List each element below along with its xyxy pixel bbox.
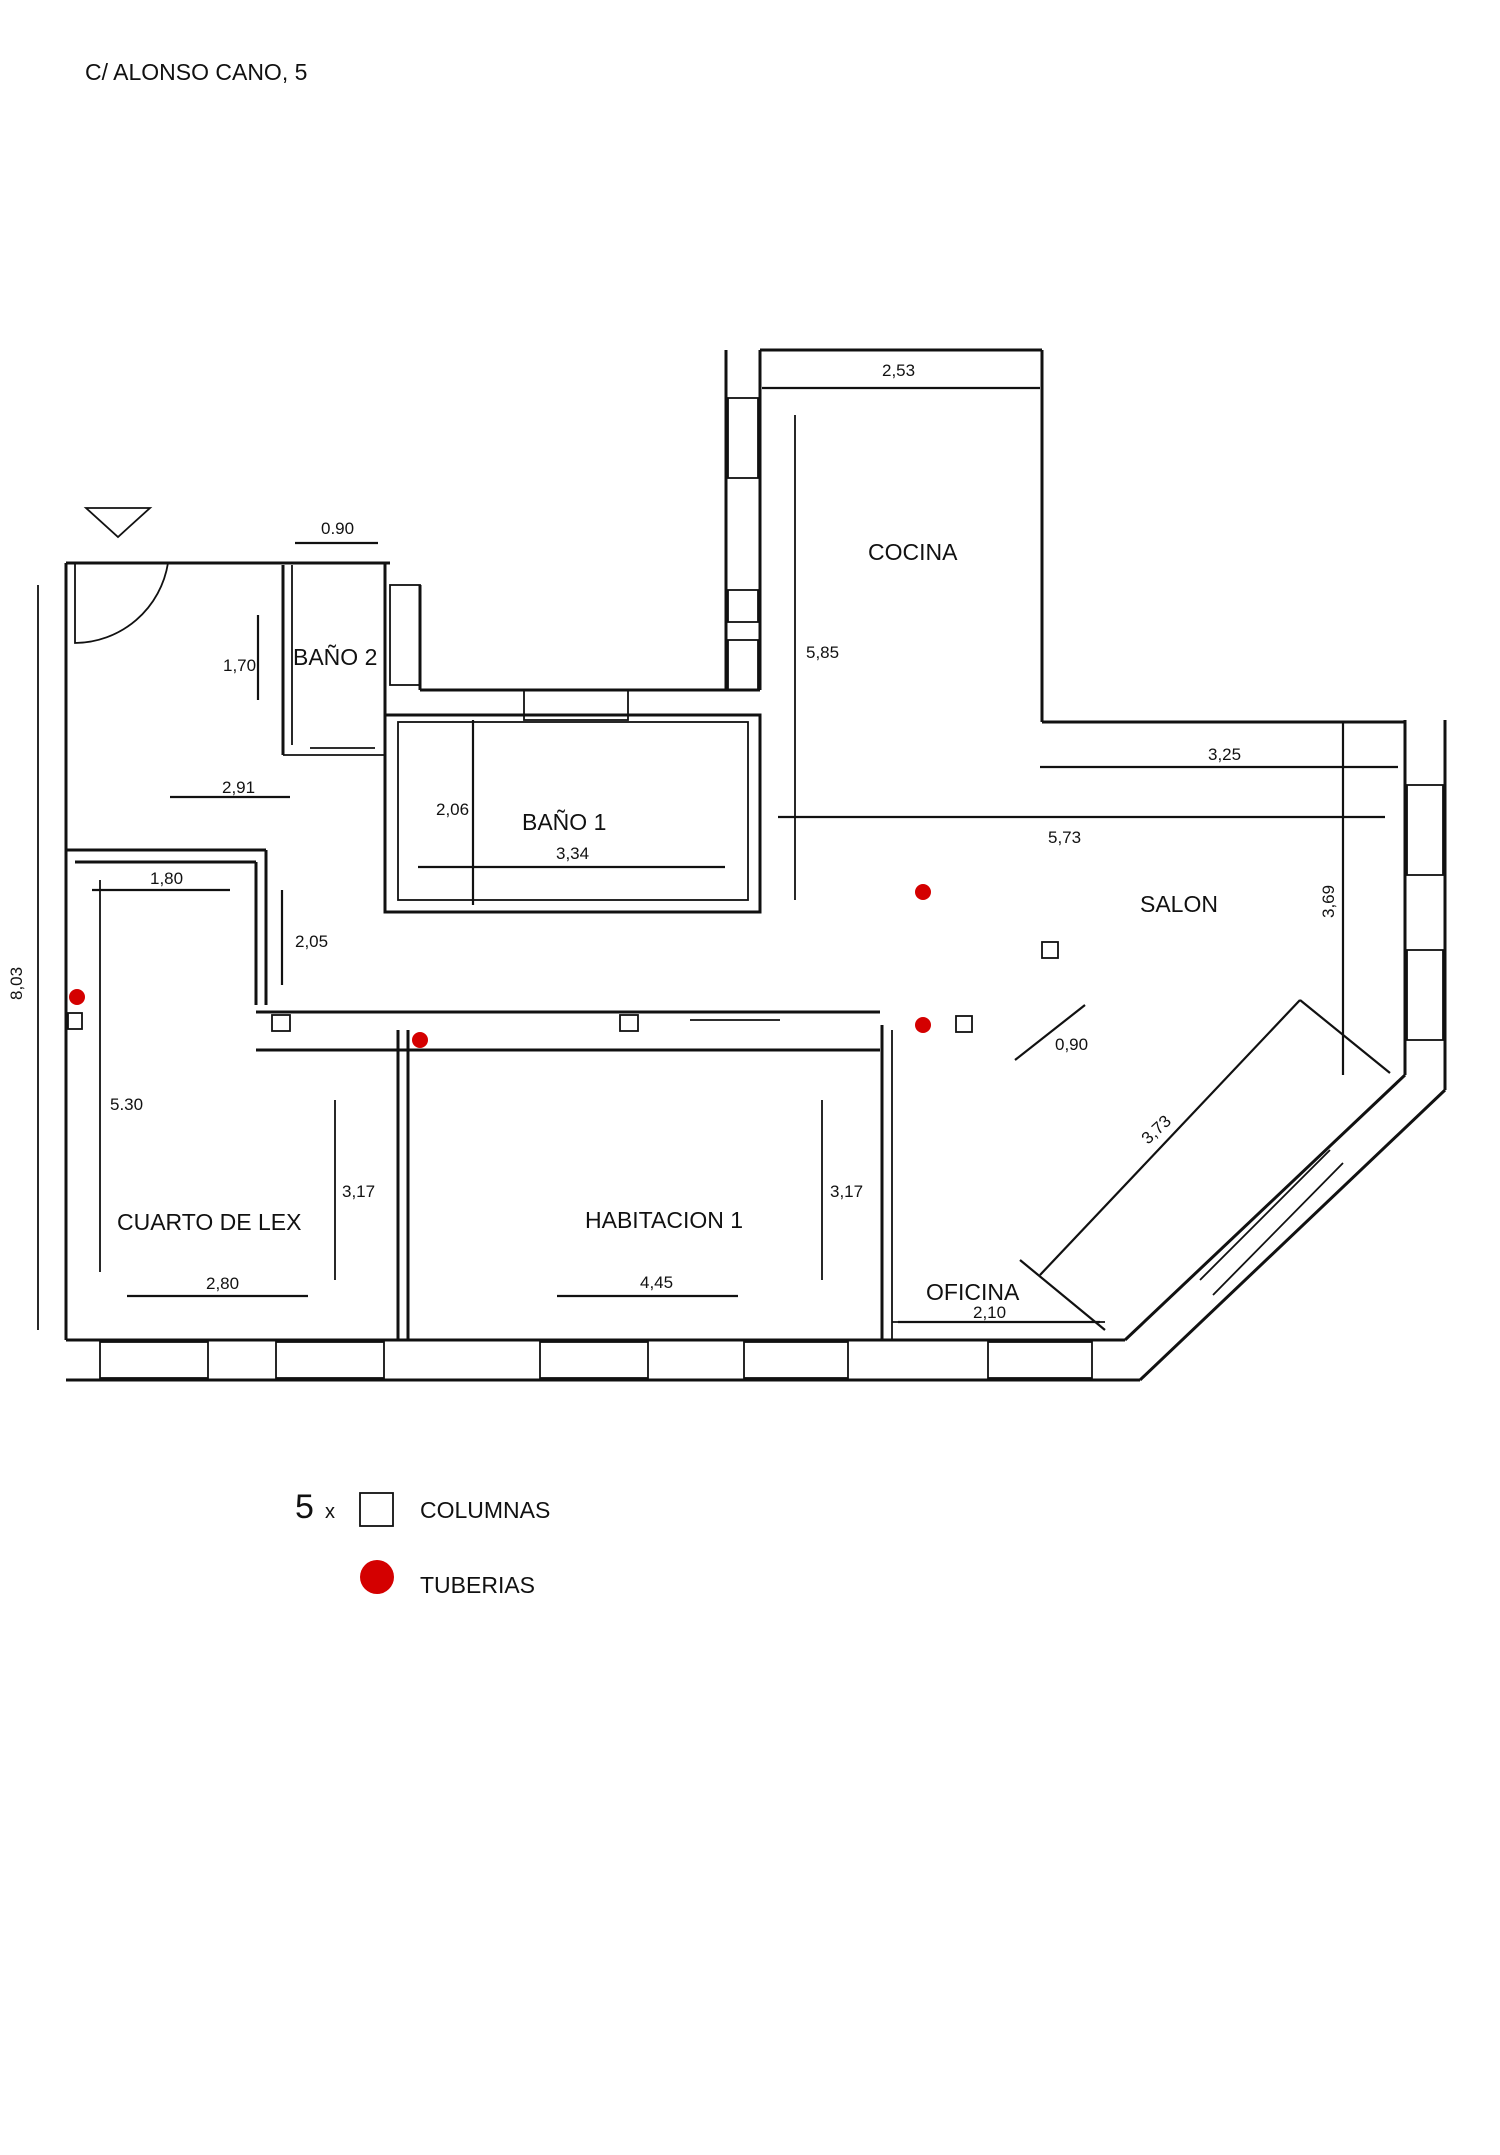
room-label-cuarto-lex: CUARTO DE LEX	[117, 1209, 301, 1235]
room-label-habitacion1: HABITACION 1	[585, 1207, 743, 1233]
dim-salon-top: 3,25	[1208, 745, 1241, 764]
dim-salon-width: 5,73	[1048, 828, 1081, 847]
dim-cuarto-width: 2,80	[206, 1274, 239, 1293]
room-label-salon: SALON	[1140, 891, 1218, 917]
dim-bano1-width: 3,34	[556, 844, 589, 863]
columns	[67, 941, 1059, 1033]
room-label-bano2: BAÑO 2	[293, 644, 377, 670]
dim-bano2-depth: 1,70	[223, 656, 256, 675]
pipe-marker	[412, 1032, 428, 1048]
dimension-lines	[92, 386, 1398, 1331]
legend-pipes-label: TUBERIAS	[420, 1572, 535, 1598]
dim-diagonal: 3,73	[1138, 1111, 1175, 1147]
dim-salon-depth: 3,69	[1319, 885, 1338, 918]
room-labels: COCINA BAÑO 2 BAÑO 1 SALON CUARTO DE LEX…	[117, 539, 1218, 1305]
dim-cocina-width: 2,53	[882, 361, 915, 380]
legend-pipe-swatch	[360, 1560, 394, 1594]
dim-pasillo: 1,80	[150, 869, 183, 888]
column-marker	[67, 1012, 83, 1030]
legend-columns-mult: x	[325, 1501, 335, 1523]
dim-entrada-width: 2,91	[222, 778, 255, 797]
dim-habitacion-depth: 3,17	[830, 1182, 863, 1201]
address-title: C/ ALONSO CANO, 5	[85, 59, 307, 85]
column-marker	[1041, 941, 1059, 959]
dim-pasillo-depth: 2,05	[295, 932, 328, 951]
dim-habitacion-width: 4,45	[640, 1273, 673, 1292]
dim-oficina-width: 2,10	[973, 1303, 1006, 1322]
legend-column-swatch	[359, 1492, 394, 1527]
pipe-marker	[915, 884, 931, 900]
pipe-marker	[915, 1017, 931, 1033]
dimension-labels: 2,53 5,85 0.90 1,70 2,91 2,06 3,34 3,25 …	[7, 361, 1338, 1322]
walls	[37, 348, 1447, 1382]
legend-columns-count: 5	[295, 1488, 314, 1526]
dim-bano2-width: 0.90	[321, 519, 354, 538]
column-marker	[955, 1015, 973, 1033]
dim-cuarto-depth: 5.30	[110, 1095, 143, 1114]
dim-total-depth: 8,03	[7, 967, 26, 1000]
room-label-bano1: BAÑO 1	[522, 809, 606, 835]
legend-columns-label: COLUMNAS	[420, 1497, 550, 1523]
room-label-cocina: COCINA	[868, 539, 958, 565]
pipes	[69, 884, 931, 1048]
dim-bano1-depth: 2,06	[436, 800, 469, 819]
dim-cuarto-inner: 3,17	[342, 1182, 375, 1201]
dim-column-gap: 0,90	[1055, 1035, 1088, 1054]
dim-cocina-depth: 5,85	[806, 643, 839, 662]
legend: 5 x COLUMNAS TUBERIAS	[295, 1488, 550, 1598]
room-label-oficina: OFICINA	[926, 1279, 1020, 1305]
pipe-marker	[69, 989, 85, 1005]
